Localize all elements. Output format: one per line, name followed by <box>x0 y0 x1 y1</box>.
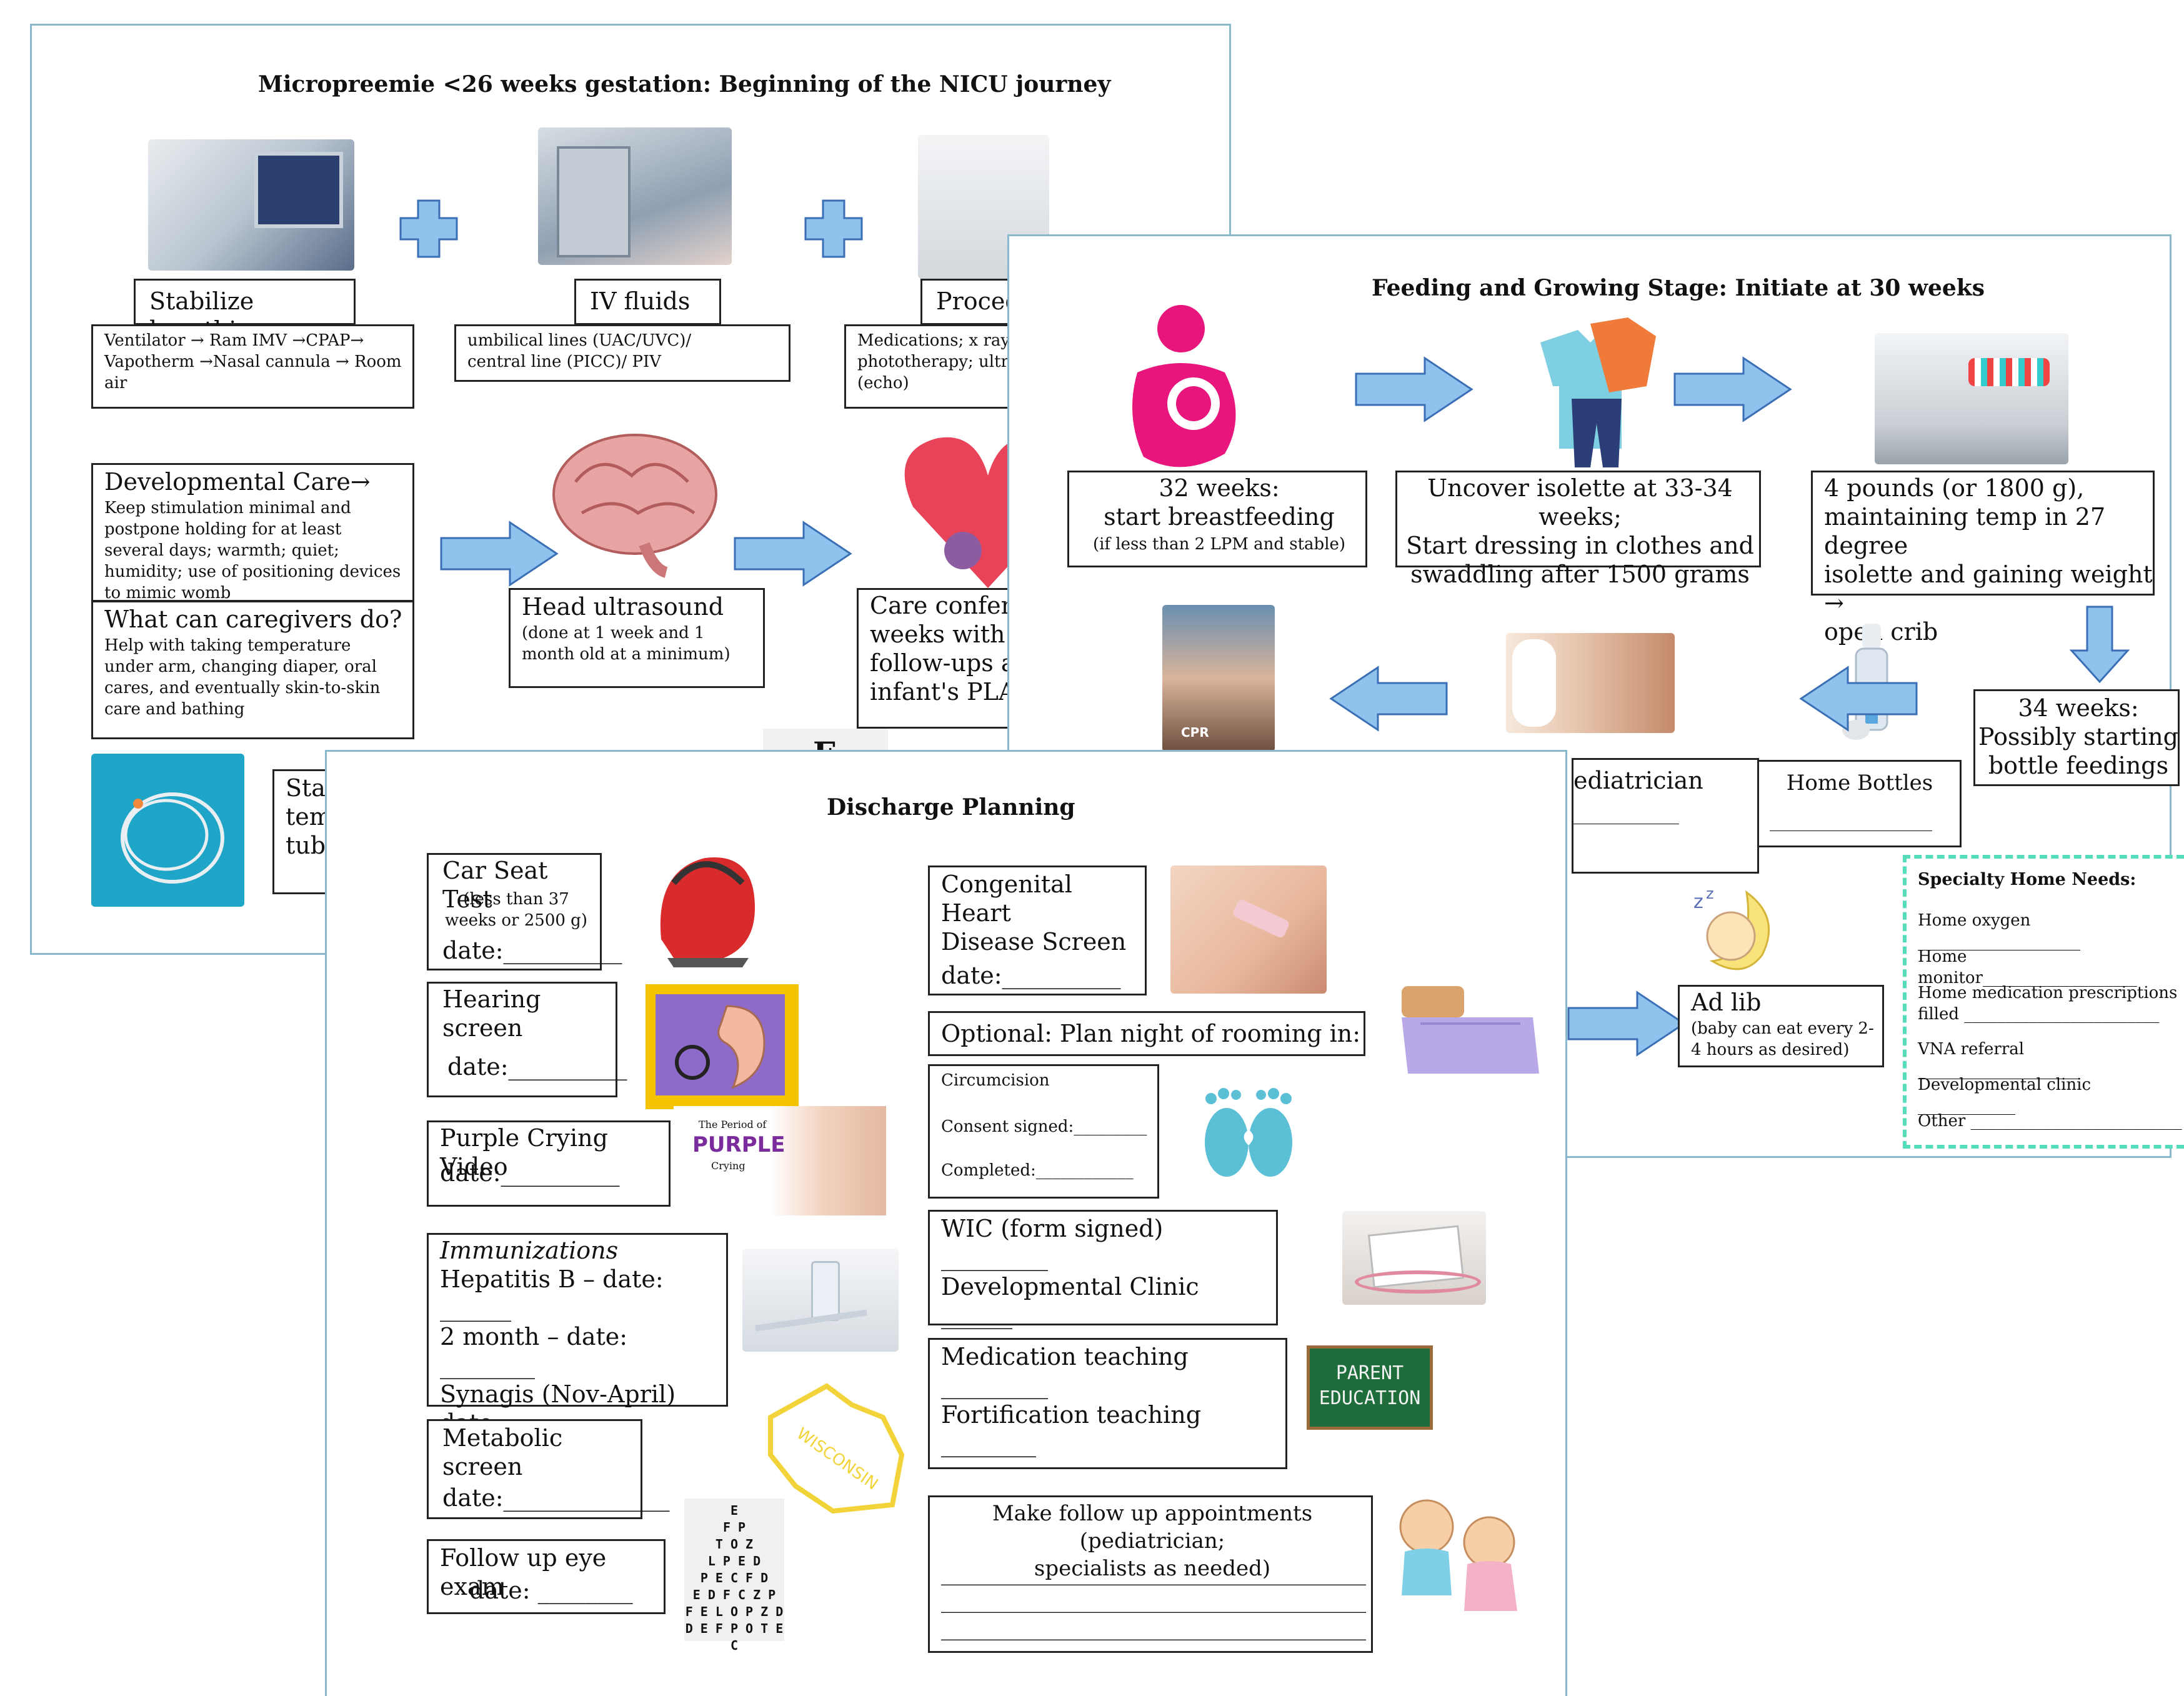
cpr-image: CPR <box>1162 605 1275 752</box>
developmental-care-box: Developmental Care→ Keep stimulation min… <box>91 463 414 602</box>
sheet2-title: Feeding and Growing Stage: Initiate at 3… <box>1372 275 1985 301</box>
uncover-isolette-box: Uncover isolette at 33-34 weeks; Start d… <box>1395 471 1761 588</box>
arrow-right-icon <box>1355 356 1473 422</box>
circumcision-box: Circumcision Consent signed:_________ Co… <box>928 1064 1159 1199</box>
wisconsin-map-icon: WISCONSIN <box>768 1383 905 1514</box>
metabolic-screen-box: Metabolic screen date:______________ <box>427 1419 670 1519</box>
sheet3-title: Discharge Planning <box>827 794 1075 821</box>
breastfeeding-icon <box>1132 305 1236 467</box>
eye-chart-image: E F P T O Z L P E D P E C F D E D F C Z … <box>684 1499 784 1653</box>
baby-clothes-icon <box>1540 317 1656 467</box>
stabilize-detail: Ventilator → Ram IMV →CPAP→ Vapotherm →N… <box>91 324 414 409</box>
svg-text:z: z <box>1693 891 1703 913</box>
purple-crying-box: Purple Crying Video date:__________ <box>427 1120 671 1207</box>
car-seat-test-box: Car Seat Test (less than 37 weeks or 250… <box>427 853 622 970</box>
arrow-right-icon <box>1567 990 1686 1057</box>
svg-text:z: z <box>1706 885 1714 902</box>
stabilize-breathing-label: Stabilize breathing <box>134 279 356 344</box>
hearing-screen-box: Hearing screen date:__________ <box>427 982 627 1097</box>
specialty-item: Home monitor___________________ <box>1918 947 2137 987</box>
home-bottles-box: Home Bottles ____________________ <box>1754 760 1962 847</box>
plus-icon <box>804 199 863 258</box>
ear-image <box>646 984 799 1109</box>
purple-crying-image: The Period of PURPLE Crying <box>674 1106 886 1215</box>
specialty-item: Developmental clinic ____________ <box>1918 1075 2092 1115</box>
iv-detail: umbilical lines (UAC/UVC)/ central line … <box>454 324 790 382</box>
vaccine-image <box>742 1249 899 1352</box>
specialty-home-needs: Specialty Home Needs: Home oxygen ______… <box>1903 855 2184 1149</box>
caregivers-box: What can caregivers do? Help with taking… <box>91 601 414 739</box>
arrow-left-icon <box>1329 666 1448 732</box>
brain-icon <box>552 434 717 578</box>
bed-icon <box>1402 986 1539 1074</box>
discharge-planning-sheet: Discharge Planning Car Seat Test (less t… <box>325 750 1567 1696</box>
specialty-item: VNA referral ____________________ <box>1918 1040 2080 1080</box>
svg-text:WISCONSIN: WISCONSIN <box>793 1424 881 1494</box>
sleeping-moon-icon: z z <box>1693 885 1770 970</box>
pediatrician-box: ediatrician _____________ <box>1572 758 1759 874</box>
breastfeeding-box: 32 weeks: start breastfeeding (if less t… <box>1067 471 1367 567</box>
sheet1-title: Micropreemie <26 weeks gestation: Beginn… <box>258 71 1111 97</box>
bottle-feedings-box: 34 weeks: Possibly starting bottle feedi… <box>1973 689 2180 786</box>
rooming-in-box: Optional: Plan night of rooming in: ____… <box>928 1011 1365 1076</box>
babies-icon <box>1399 1499 1517 1611</box>
iv-fluids-label: IV fluids <box>574 279 721 325</box>
plus-icon <box>399 199 458 258</box>
open-crib-image <box>1875 333 2068 464</box>
follow-up-appointments-box: Make follow up appointments (pediatricia… <box>928 1495 1373 1653</box>
ventilator-image <box>148 139 354 271</box>
iv-pump-image <box>538 127 732 265</box>
pediatrician-image <box>1506 633 1675 733</box>
baby-footprints-icon <box>1205 1088 1292 1177</box>
feeding-tube-image <box>91 754 244 907</box>
arrow-left-icon <box>1799 666 1918 732</box>
arrow-right-icon <box>1673 356 1792 422</box>
chd-screen-box: Congenital Heart Disease Screen date:___… <box>928 865 1147 995</box>
specialty-item: Home medication prescriptions filled ___… <box>1918 984 2178 1024</box>
immunizations-box: Immunizations Hepatitis B – date: ______… <box>427 1233 728 1437</box>
parent-education-chalkboard: PARENT EDUCATION <box>1307 1345 1433 1430</box>
wic-box: WIC (form signed) _________ Developmenta… <box>928 1210 1278 1329</box>
calendar-image <box>1342 1211 1486 1305</box>
arrow-right-icon <box>440 521 559 587</box>
car-seat-icon <box>660 857 755 967</box>
parent-teaching-box: Medication teaching _________ Fortificat… <box>928 1338 1287 1469</box>
specialty-item: Home oxygen ____________________ <box>1918 911 2080 951</box>
arrow-down-icon <box>2069 606 2130 684</box>
eye-exam-box: Follow up eye exam date: ________ <box>427 1539 666 1614</box>
open-crib-box: 4 pounds (or 1800 g), maintaining temp i… <box>1811 471 2155 646</box>
baby-foot-image <box>1170 865 1327 994</box>
feeding-growing-sheet: Feeding and Growing Stage: Initiate at 3… <box>1007 234 2184 1158</box>
head-ultrasound-box: Head ultrasound (done at 1 week and 1 mo… <box>509 588 765 688</box>
specialty-item: Other __________________________ <box>1918 1112 2182 1130</box>
ad-lib-box: Ad lib (baby can eat every 2- 4 hours as… <box>1678 985 1884 1067</box>
arrow-right-icon <box>734 521 852 587</box>
